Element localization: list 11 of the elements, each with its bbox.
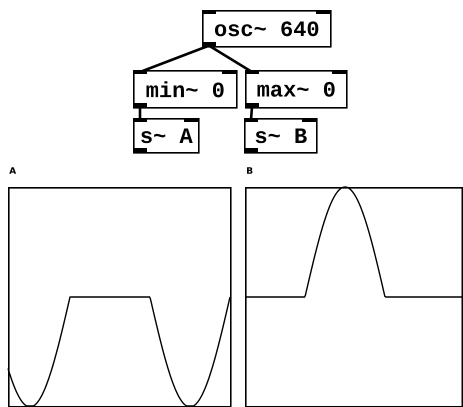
object-box: s~ A [133,118,200,154]
object-box: max~ 0 [245,70,348,109]
patch-cord [250,106,254,120]
graph-label: B [247,167,252,174]
object-box: s~ B [244,118,318,154]
object-box: osc~ 640 [202,10,332,48]
object-box: min~ 0 [133,70,238,109]
array-graph [245,187,463,407]
patch-cord [138,106,142,120]
graph-label: A [9,167,16,174]
array-graph [8,187,232,407]
